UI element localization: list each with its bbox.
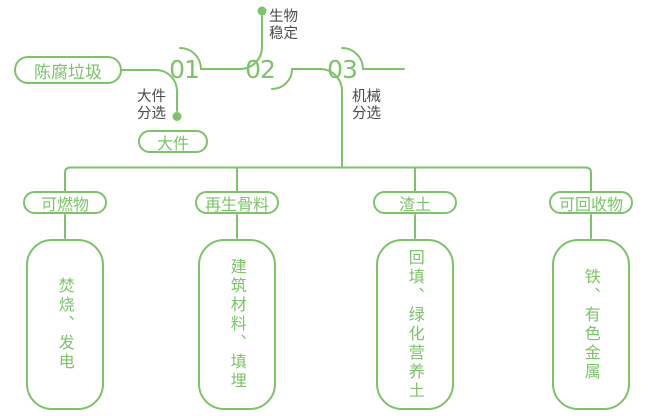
source-node: 陈腐垃圾: [14, 56, 122, 84]
category-recycled-aggregate: 再生骨料: [195, 191, 279, 214]
outcome-iron-nonferrous-metal-label: 铁、有色金属: [581, 267, 601, 382]
outcome-incineration-power: 焚烧、发电: [26, 239, 104, 410]
category-recyclable: 可回收物: [549, 191, 633, 214]
line-step03-tail: [341, 47, 405, 70]
category-combustible: 可燃物: [23, 191, 107, 214]
step-02-number: 02: [245, 55, 276, 84]
outcome-building-materials-landfill-label: 建筑材料、填埋: [227, 258, 247, 391]
category-combustible-label: 可燃物: [40, 194, 89, 214]
outcome-incineration-power-label: 焚烧、发电: [55, 277, 75, 372]
outcome-iron-nonferrous-metal: 铁、有色金属: [552, 239, 630, 410]
bulky-output-node: 大件: [138, 130, 208, 153]
category-recyclable-label: 可回收物: [558, 194, 623, 214]
line-step01-to-step02: [179, 15, 263, 70]
outcome-building-materials-landfill: 建筑材料、填埋: [198, 239, 276, 410]
category-recycled-aggregate-label: 再生骨料: [204, 194, 269, 214]
bio-stabilization-label: 生物 稳定: [269, 9, 298, 42]
source-node-label: 陈腐垃圾: [34, 62, 102, 83]
bulky-output-label: 大件: [156, 133, 189, 153]
line-step02-to-branch: [271, 68, 343, 169]
outcome-backfill-greening-soil-label: 回填、绿化营养土: [405, 248, 425, 401]
mechanical-sorting-label: 机械 分选: [352, 89, 381, 122]
step-03-number: 03: [327, 55, 358, 84]
line-source-to-step01: [121, 69, 178, 112]
branch-bar: [64, 166, 592, 192]
outcome-backfill-greening-soil: 回填、绿化营养土: [376, 239, 454, 410]
bio-branch-dot: [257, 6, 267, 16]
step-01-number: 01: [169, 55, 200, 84]
bulky-sorting-label: 大件 分选: [137, 89, 166, 122]
category-slag-soil-label: 渣土: [398, 194, 431, 214]
category-slag-soil: 渣土: [373, 191, 457, 214]
bulky-branch-dot: [172, 112, 182, 121]
